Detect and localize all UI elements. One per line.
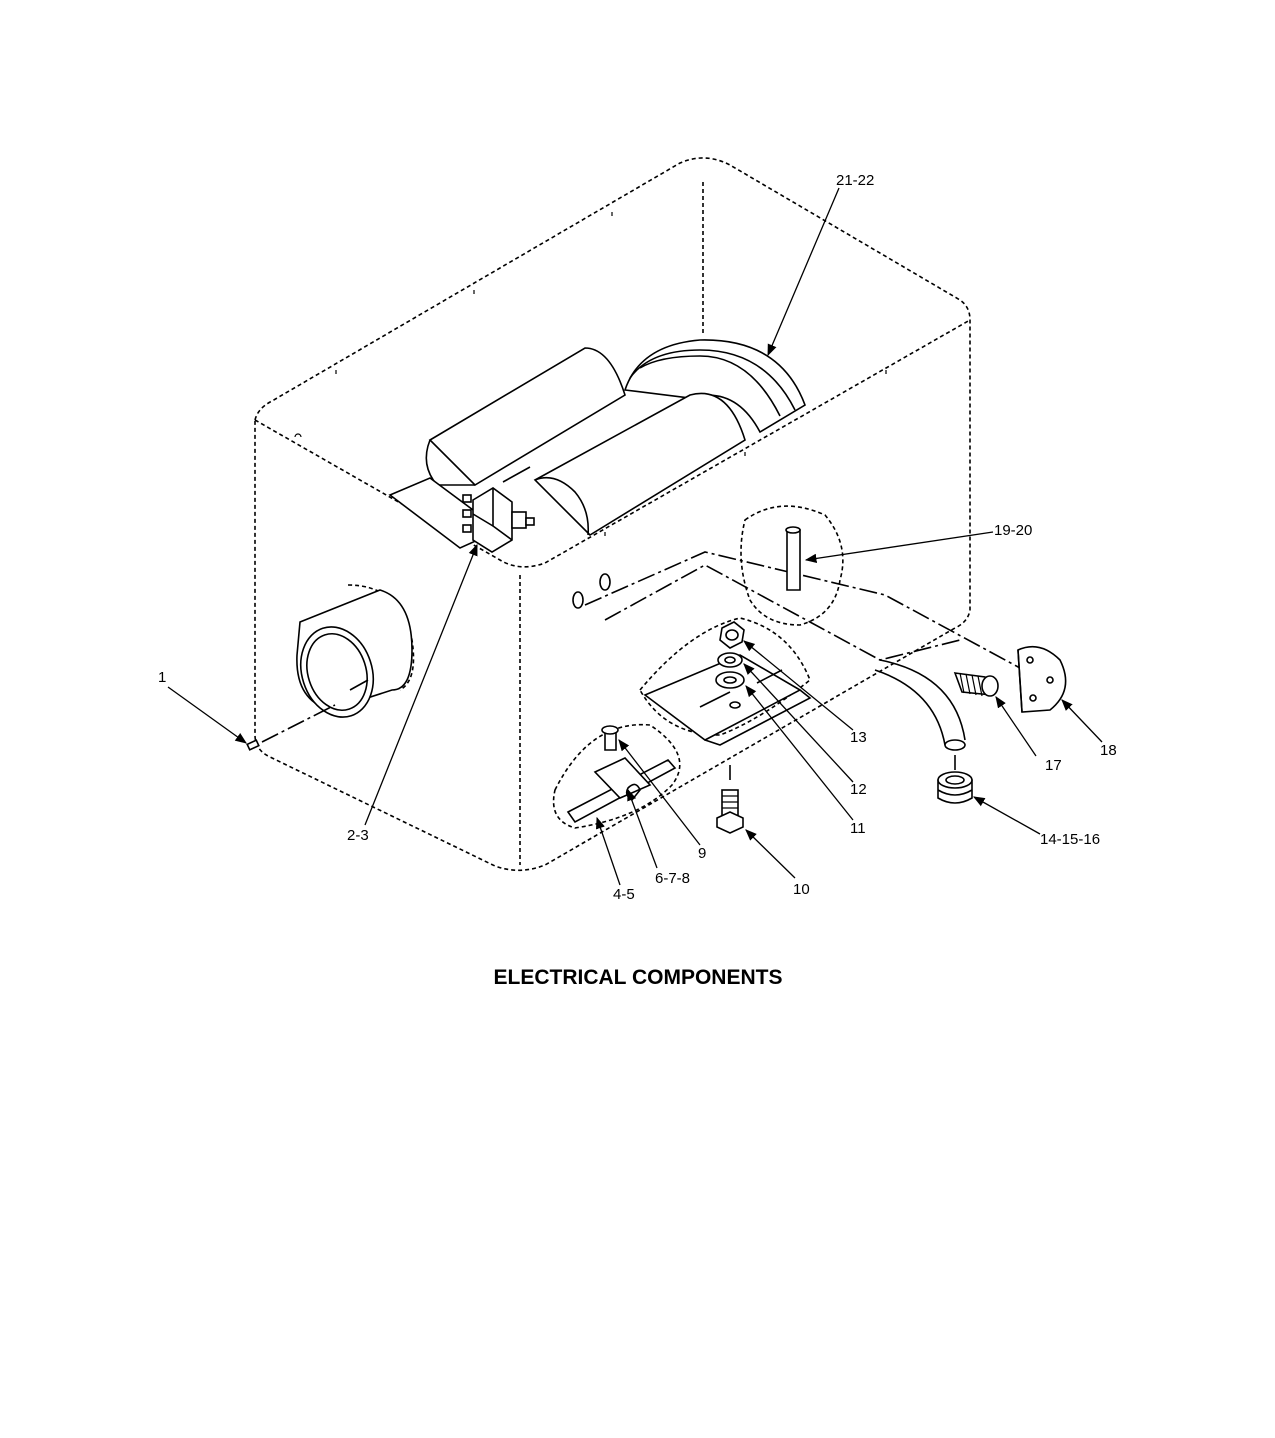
terminal-detail <box>552 723 681 829</box>
toggle-switch <box>462 487 535 553</box>
pin-part <box>246 704 336 751</box>
bolt-part <box>716 765 744 834</box>
callout-2-3: 2-3 <box>347 827 369 844</box>
callout-6-7-8: 6-7-8 <box>655 870 690 887</box>
callout-12: 12 <box>850 781 867 798</box>
cover-plate <box>1017 645 1067 713</box>
wiring-path <box>572 551 1021 669</box>
callout-19-20: 19-20 <box>994 522 1032 539</box>
cable-grommet <box>874 659 973 804</box>
callout-13: 13 <box>850 729 867 746</box>
leader-lines <box>167 187 1103 886</box>
callout-4-5: 4-5 <box>613 886 635 903</box>
callout-11: 11 <box>850 820 866 837</box>
housing-outline <box>254 157 971 872</box>
callout-1: 1 <box>158 669 166 686</box>
callout-17: 17 <box>1045 757 1062 774</box>
callout-10: 10 <box>793 881 810 898</box>
callout-14-15-16: 14-15-16 <box>1040 831 1100 848</box>
diagram-caption: ELECTRICAL COMPONENTS <box>494 966 783 989</box>
side-vent <box>296 584 415 718</box>
callout-18: 18 <box>1100 742 1117 759</box>
conduit-detail <box>740 505 844 626</box>
strain-relief <box>953 672 999 697</box>
callout-21-22: 21-22 <box>836 172 874 189</box>
motor-assembly <box>388 339 806 549</box>
bracket-assembly <box>639 617 812 746</box>
callout-9: 9 <box>698 845 706 862</box>
